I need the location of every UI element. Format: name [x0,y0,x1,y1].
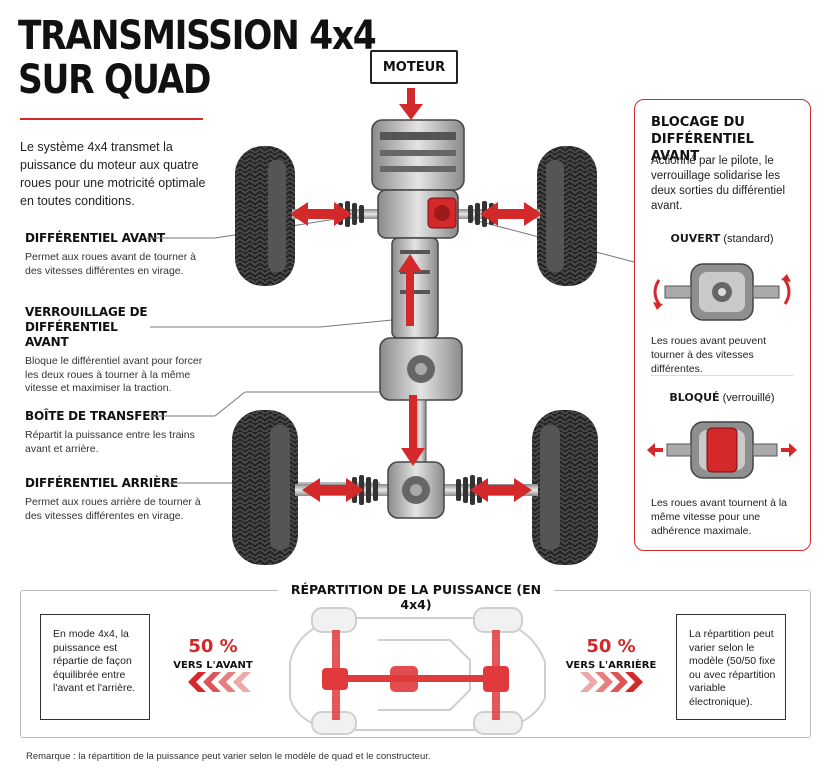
open-state-note: (standard) [723,233,774,245]
gearbox-housing [371,119,465,191]
distribution-left-box: En mode 4x4, la puissance est répartie d… [40,614,150,720]
panel-separator [651,375,793,376]
locked-state-label: BLOQUÉ [669,391,720,404]
label-transfer-case: BOÎTE DE TRANSFERT Répartit la puissance… [25,409,203,456]
rear-percentage-label: VERS L'ARRIÈRE [565,660,657,671]
label-rear-differential-title: DIFFÉRENTIEL ARRIÈRE [25,476,179,490]
chevrons-front [188,672,251,692]
label-front-differential: DIFFÉRENTIEL AVANT Permet aux roues avan… [25,231,203,278]
tire-front-left [235,146,295,286]
front-percentage-label: VERS L'AVANT [173,660,253,671]
label-front-differential-title: DIFFÉRENTIEL AVANT [25,231,166,245]
tire-front-right [537,146,597,286]
front-differential [377,189,459,239]
front-percentage: 50 % [188,636,238,657]
distribution-left-text: En mode 4x4, la puissance est répartie d… [53,628,136,694]
intro-text: Le système 4x4 transmet la puissance du … [20,140,206,208]
locked-state-note: (verrouillé) [722,392,775,404]
distribution-illustration [188,607,643,735]
open-state-label: OUVERT [670,232,721,245]
panel-title: BLOCAGE DU DIFFÉRENTIEL AVANT [651,115,754,164]
page-title: TRANSMISSION 4x4 SUR QUAD [18,13,377,103]
transfer-case [379,337,463,401]
locked-state-text: Les roues avant tournent à la même vites… [651,497,788,537]
locked-state-heading: BLOQUÉ (verrouillé) [635,391,809,404]
distribution-right-text: La répartition peut varier selon le modè… [689,628,776,708]
chevrons-rear [580,672,643,692]
label-rear-differential-text: Permet aux roues arrière de tourner à de… [25,496,201,522]
title-line-1: TRANSMISSION 4x4 [18,13,377,59]
rear-percentage: 50 % [586,636,636,657]
quad-outline [289,607,546,735]
panel-description: Actionné par le pilote, le verrouillage … [651,155,786,212]
distribution-right-box: La répartition peut varier selon le modè… [676,614,786,720]
quad-drivetrain-overlay [322,630,509,720]
engine-label-box: MOTEUR [370,50,458,84]
label-front-differential-text: Permet aux roues avant de tourner à des … [25,251,197,277]
open-differential-illustration [653,263,791,321]
engine-label: MOTEUR [382,59,446,75]
open-state-heading: OUVERT (standard) [635,232,809,245]
locked-differential-illustration [647,421,797,479]
open-state-text: Les roues avant peuvent tourner à des vi… [651,335,766,375]
title-underline [20,118,203,120]
footnote: Remarque : la répartition de la puissanc… [26,751,431,762]
title-line-2: SUR QUAD [18,57,211,103]
label-diff-lock-title: VERROUILLAGE DE DIFFÉRENTIEL AVANT [25,305,148,349]
diff-lock-panel: BLOCAGE DU DIFFÉRENTIEL AVANT Actionné p… [634,99,811,551]
label-diff-lock: VERROUILLAGE DE DIFFÉRENTIEL AVANT Bloqu… [25,305,203,396]
label-diff-lock-text: Bloque le différentiel avant pour forcer… [25,355,203,394]
power-flow-arrows [290,88,542,502]
label-rear-differential: DIFFÉRENTIEL ARRIÈRE Permet aux roues ar… [25,476,203,523]
tire-rear-left [232,410,298,565]
label-transfer-case-text: Répartit la puissance entre les trains a… [25,429,195,455]
drivetrain-diagram [147,88,635,565]
tire-rear-right [532,410,598,565]
label-transfer-case-title: BOÎTE DE TRANSFERT [25,409,167,423]
drive-shaft-housing [391,237,439,339]
rear-differential [387,461,445,519]
